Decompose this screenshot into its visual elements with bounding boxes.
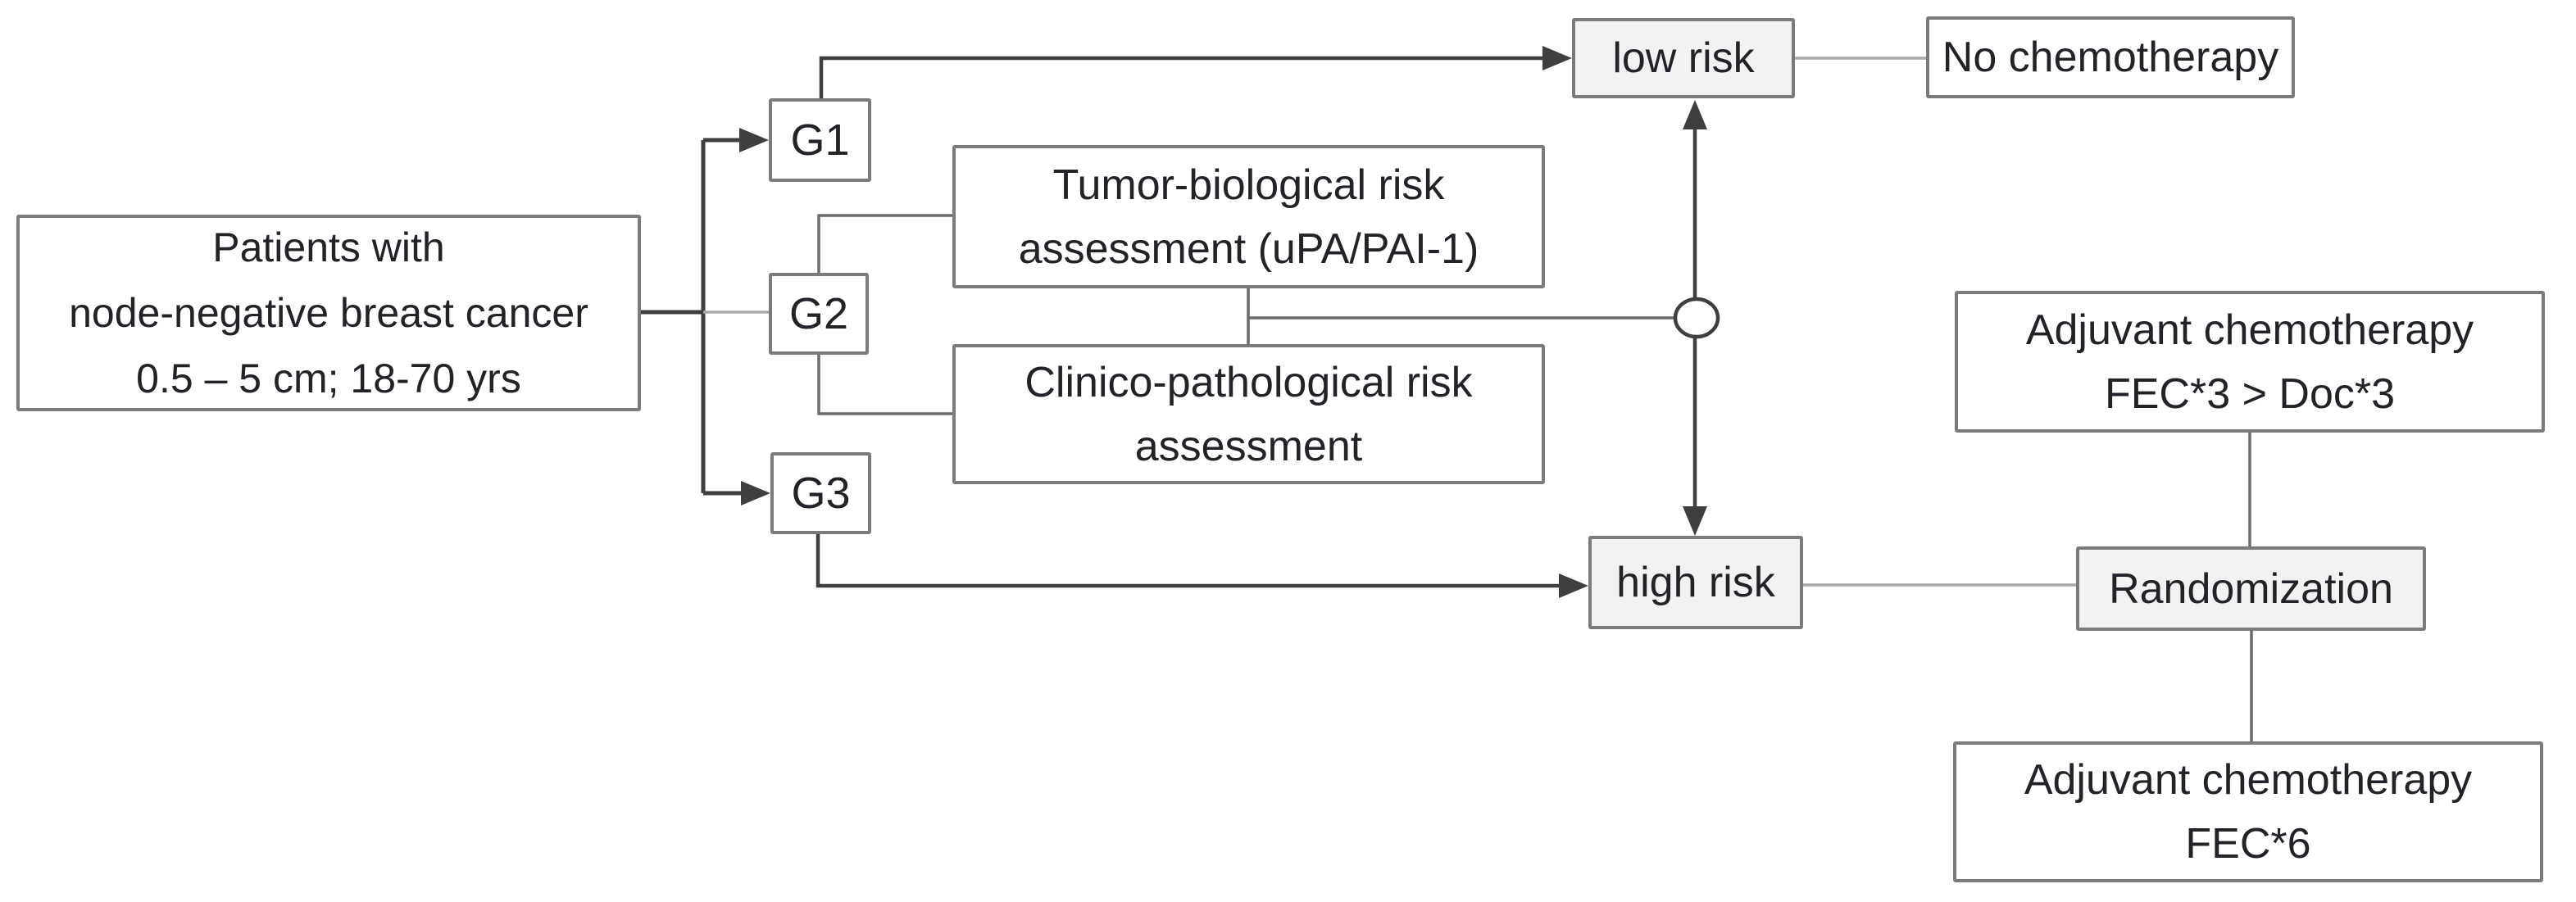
tumor-biological-assessment-box: Tumor-biological risk assessment (uPA/PA… <box>952 145 1545 288</box>
grade-g2-label: G2 <box>788 288 849 338</box>
arrowhead-up-icon <box>1683 100 1707 129</box>
patient-line-3: 0.5 – 5 cm; 18-70 yrs <box>136 356 521 401</box>
tumor-assessment-line-2: assessment (uPA/PAI-1) <box>1018 224 1479 273</box>
grade-g2-box: G2 <box>769 273 869 355</box>
grade-g3-box: G3 <box>770 452 871 534</box>
arrowhead-into-lowrisk-icon <box>1542 46 1572 70</box>
arrowhead-down-icon <box>1683 506 1707 536</box>
edge-g2-to-clinico <box>817 355 952 415</box>
adjuvant-chemo-fec6-box: Adjuvant chemotherapy FEC*6 <box>1953 741 2543 882</box>
adjuvant-fec3-line-2: FEC*3 > Doc*3 <box>2104 369 2396 418</box>
adjuvant-fec3-line-1: Adjuvant chemotherapy <box>2025 306 2474 354</box>
randomization-box: Randomization <box>2076 546 2426 631</box>
adjuvant-fec6-line-1: Adjuvant chemotherapy <box>2024 756 2473 804</box>
arrowhead-into-g3-icon <box>741 481 770 505</box>
clinico-assessment-line-2: assessment <box>1134 422 1363 470</box>
clinico-pathological-assessment-box: Clinico-pathological risk assessment <box>952 344 1545 484</box>
randomization-label: Randomization <box>2109 564 2393 613</box>
high-risk-label: high risk <box>1616 559 1775 606</box>
grade-g1-label: G1 <box>790 115 850 165</box>
edge-g3-to-highrisk <box>816 534 1559 588</box>
patient-line-2: node-negative breast cancer <box>69 290 588 336</box>
patient-population-box: Patients with node-negative breast cance… <box>16 215 641 411</box>
tumor-assessment-line-1: Tumor-biological risk <box>1052 161 1445 209</box>
arrowhead-into-g1-icon <box>739 128 769 152</box>
edge-g1-to-lowrisk <box>819 56 1542 98</box>
high-risk-box: high risk <box>1588 536 1803 629</box>
edge-g2-to-tumor <box>817 214 952 273</box>
decision-junction-circle-icon <box>1673 297 1720 339</box>
adjuvant-chemo-fec3-doc3-box: Adjuvant chemotherapy FEC*3 > Doc*3 <box>1955 291 2545 433</box>
clinico-assessment-line-1: Clinico-pathological risk <box>1024 358 1473 406</box>
patient-line-1: Patients with <box>212 224 445 270</box>
no-chemotherapy-label: No chemotherapy <box>1942 34 2279 81</box>
no-chemotherapy-box: No chemotherapy <box>1926 16 2295 98</box>
grade-g1-box: G1 <box>769 98 871 182</box>
low-risk-label: low risk <box>1612 34 1755 82</box>
arrowhead-into-highrisk-icon <box>1559 573 1588 598</box>
adjuvant-fec6-line-2: FEC*6 <box>2185 820 2311 868</box>
low-risk-box: low risk <box>1572 18 1795 98</box>
grade-g3-label: G3 <box>791 468 851 518</box>
